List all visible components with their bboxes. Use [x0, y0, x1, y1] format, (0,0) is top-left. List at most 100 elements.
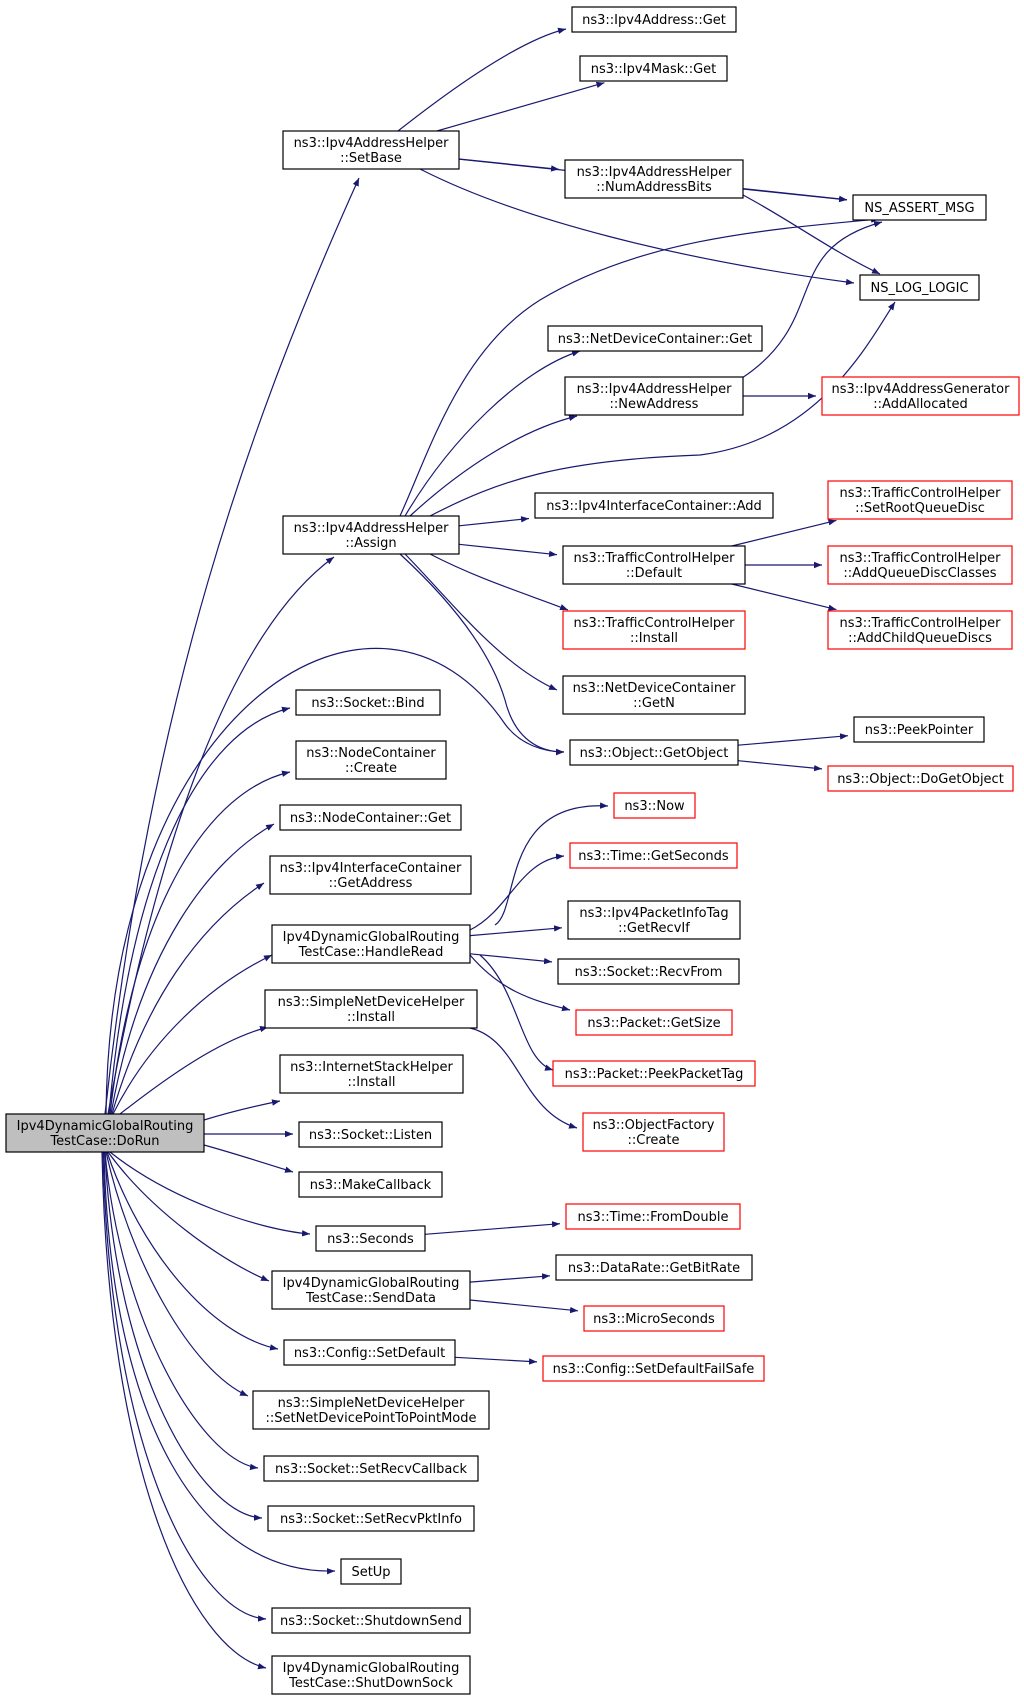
- edge-handleread-to-recvfrom: [469, 953, 553, 965]
- node-recvfrom[interactable]: ns3::Socket::RecvFrom: [557, 958, 740, 985]
- node-peektag[interactable]: ns3::Packet::PeekPacketTag: [552, 1060, 756, 1087]
- node-handleread[interactable]: Ipv4DynamicGlobalRoutingTestCase::Handle…: [271, 924, 471, 964]
- edge-setbase-to-maskget: [436, 81, 605, 132]
- node-ndcget[interactable]: ns3::NetDeviceContainer::Get: [547, 325, 763, 352]
- node-label: ns3::Ipv4AddressHelper: [294, 136, 450, 151]
- node-box: [853, 716, 985, 743]
- edge-getobject-to-peekptr: [737, 733, 849, 746]
- node-box: [552, 1060, 756, 1087]
- node-ishinstall[interactable]: ns3::InternetStackHelper::Install: [279, 1054, 464, 1094]
- node-label: Ipv4DynamicGlobalRouting: [283, 1276, 460, 1291]
- edge-numbits-to-loglogic: [742, 194, 881, 275]
- node-getrecvif[interactable]: ns3::Ipv4PacketInfoTag::GetRecvIf: [567, 900, 741, 940]
- node-setrecvpkt[interactable]: ns3::Socket::SetRecvPktInfo: [267, 1505, 475, 1532]
- node-sockbind[interactable]: ns3::Socket::Bind: [295, 689, 441, 716]
- node-sndhinstall[interactable]: ns3::SimpleNetDeviceHelper::Install: [264, 989, 478, 1029]
- node-setdefault[interactable]: ns3::Config::SetDefault: [283, 1339, 456, 1366]
- node-label: ns3::MakeCallback: [310, 1178, 432, 1193]
- node-box: [827, 610, 1013, 650]
- node-getseconds[interactable]: ns3::Time::GetSeconds: [569, 842, 738, 869]
- node-micro[interactable]: ns3::MicroSeconds: [583, 1305, 725, 1332]
- node-icgetaddr[interactable]: ns3::Ipv4InterfaceContainer::GetAddress: [269, 855, 472, 895]
- node-box: [562, 545, 746, 585]
- node-dogetobject[interactable]: ns3::Object::DoGetObject: [827, 765, 1014, 792]
- node-label: ::Assign: [345, 536, 396, 551]
- node-loglogic[interactable]: NS_LOG_LOGIC: [859, 274, 980, 301]
- node-tchaddclasses[interactable]: ns3::TrafficControlHelper::AddQueueDiscC…: [827, 545, 1013, 585]
- node-label: ns3::Socket::RecvFrom: [575, 965, 723, 980]
- edge-root-to-setbase: [104, 177, 360, 1115]
- node-box: [569, 739, 739, 766]
- node-makecb[interactable]: ns3::MakeCallback: [298, 1171, 443, 1198]
- node-now[interactable]: ns3::Now: [613, 792, 696, 819]
- node-label: TestCase::DoRun: [49, 1134, 159, 1149]
- node-peekptr[interactable]: ns3::PeekPointer: [853, 716, 985, 743]
- node-shutdownsend[interactable]: ns3::Socket::ShutdownSend: [271, 1607, 471, 1634]
- node-senddata[interactable]: Ipv4DynamicGlobalRoutingTestCase::SendDa…: [271, 1270, 471, 1310]
- edge-root-to-icgetaddr: [111, 882, 265, 1115]
- node-box: [555, 1254, 753, 1281]
- node-label: ::SetNetDevicePointToPointMode: [265, 1411, 476, 1426]
- node-label: ns3::Ipv4InterfaceContainer::Add: [546, 499, 762, 514]
- node-label: ::AddAllocated: [873, 397, 967, 412]
- node-seconds[interactable]: ns3::Seconds: [315, 1225, 426, 1252]
- node-box: [298, 1121, 443, 1148]
- node-maskget[interactable]: ns3::Ipv4Mask::Get: [579, 55, 728, 82]
- node-setup[interactable]: SetUp: [340, 1558, 402, 1585]
- edge-root-to-makecb: [203, 1144, 294, 1173]
- node-label: ns3::MicroSeconds: [593, 1312, 715, 1327]
- node-icadd[interactable]: ns3::Ipv4InterfaceContainer::Add: [534, 492, 774, 519]
- node-label: ns3::InternetStackHelper: [290, 1060, 453, 1075]
- node-label: ::Install: [347, 1010, 395, 1025]
- node-setbase[interactable]: ns3::Ipv4AddressHelper::SetBase: [282, 130, 460, 170]
- node-label: ::AddQueueDiscClasses: [843, 566, 996, 581]
- node-setrecvcb[interactable]: ns3::Socket::SetRecvCallback: [263, 1455, 479, 1482]
- node-nccreate[interactable]: ns3::NodeContainer::Create: [295, 740, 447, 780]
- edge-handleread-to-getsize: [469, 954, 571, 1012]
- node-label: ns3::Ipv4Mask::Get: [591, 62, 717, 77]
- node-label: ns3::NodeContainer::Get: [290, 811, 451, 826]
- node-label: Ipv4DynamicGlobalRouting: [283, 1661, 460, 1676]
- node-ofcreate[interactable]: ns3::ObjectFactory::Create: [582, 1112, 725, 1152]
- edge-tchdefault-to-tchroot: [731, 519, 837, 547]
- node-box: [279, 804, 462, 831]
- node-addalloc[interactable]: ns3::Ipv4AddressGenerator::AddAllocated: [821, 376, 1020, 416]
- node-shutdownsock[interactable]: Ipv4DynamicGlobalRoutingTestCase::ShutDo…: [271, 1655, 471, 1695]
- node-setdefaultfs[interactable]: ns3::Config::SetDefaultFailSafe: [542, 1355, 765, 1382]
- node-numbits[interactable]: ns3::Ipv4AddressHelper::NumAddressBits: [564, 159, 744, 199]
- edge-root-to-p2pmode: [105, 1151, 249, 1397]
- node-box: [295, 689, 441, 716]
- node-assign[interactable]: ns3::Ipv4AddressHelper::Assign: [282, 515, 460, 555]
- node-ncget[interactable]: ns3::NodeContainer::Get: [279, 804, 462, 831]
- node-ndcgetn[interactable]: ns3::NetDeviceContainer::GetN: [562, 675, 746, 715]
- node-label: TestCase::SendData: [305, 1291, 436, 1306]
- edge-root-to-sockbind: [108, 706, 291, 1115]
- node-getobject[interactable]: ns3::Object::GetObject: [569, 739, 739, 766]
- node-tchaddchild[interactable]: ns3::TrafficControlHelper::AddChildQueue…: [827, 610, 1013, 650]
- edge-assign-to-getobject: [399, 553, 565, 756]
- edge-senddata-to-getbitrate: [469, 1273, 551, 1283]
- node-newaddr[interactable]: ns3::Ipv4AddressHelper::NewAddress: [564, 376, 744, 416]
- node-label: ns3::SimpleNetDeviceHelper: [278, 995, 465, 1010]
- node-fromdouble[interactable]: ns3::Time::FromDouble: [565, 1203, 741, 1230]
- node-label: ns3::Object::GetObject: [580, 746, 729, 761]
- edge-root-to-assign: [107, 556, 335, 1115]
- node-p2pmode[interactable]: ns3::SimpleNetDeviceHelper::SetNetDevice…: [252, 1390, 490, 1430]
- node-tchroot[interactable]: ns3::TrafficControlHelper::SetRootQueueD…: [827, 480, 1013, 520]
- node-label: ns3::ObjectFactory: [593, 1118, 715, 1133]
- node-label: ::GetAddress: [329, 876, 413, 891]
- node-label: ::SetRootQueueDisc: [855, 501, 985, 516]
- node-label: ns3::TrafficControlHelper: [573, 616, 735, 631]
- node-assertmsg[interactable]: NS_ASSERT_MSG: [852, 194, 987, 221]
- node-box: [534, 492, 774, 519]
- node-listen[interactable]: ns3::Socket::Listen: [298, 1121, 443, 1148]
- node-label: ns3::Time::FromDouble: [578, 1210, 729, 1225]
- node-getbitrate[interactable]: ns3::DataRate::GetBitRate: [555, 1254, 753, 1281]
- node-label: ::Install: [630, 631, 678, 646]
- node-tchdefault[interactable]: ns3::TrafficControlHelper::Default: [562, 545, 746, 585]
- node-label: ns3::TrafficControlHelper: [839, 551, 1001, 566]
- node-getsize[interactable]: ns3::Packet::GetSize: [575, 1009, 733, 1036]
- node-addrget[interactable]: ns3::Ipv4Address::Get: [571, 6, 737, 33]
- node-tchinstall[interactable]: ns3::TrafficControlHelper::Install: [562, 610, 746, 650]
- edge-getobject-to-dogetobject: [737, 760, 823, 772]
